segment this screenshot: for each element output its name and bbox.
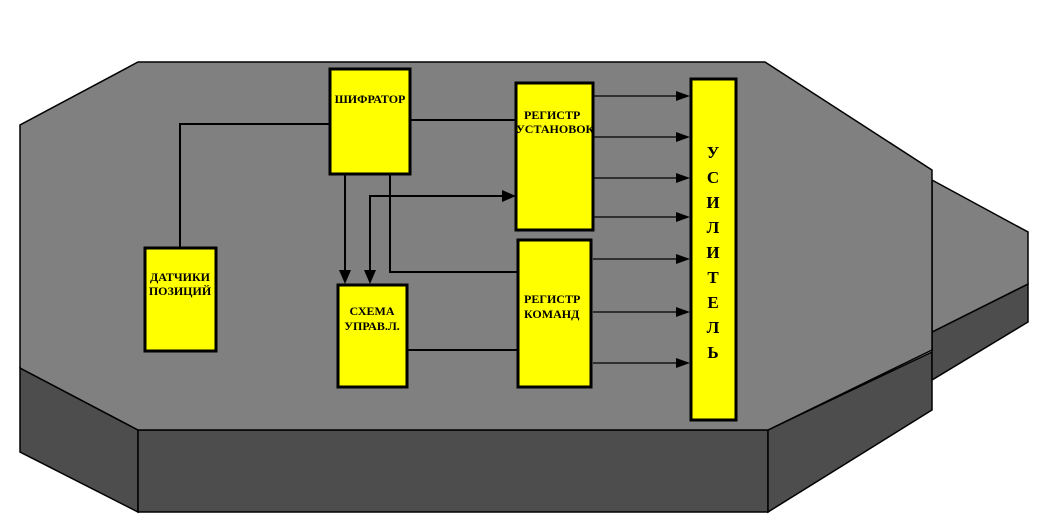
amplifier-rect bbox=[689, 77, 738, 422]
wire-encoder-command bbox=[389, 174, 518, 273]
amplifier-block: У С И Л И Т Е Л Ь bbox=[689, 77, 738, 422]
sensors-block: ДАТЧИКИ ПОЗИЦИЙ bbox=[143, 246, 218, 353]
amplifier-letter-2: С bbox=[707, 168, 719, 187]
amplifier-letter-7: Е bbox=[707, 293, 718, 312]
control-label-line2: УПРАВ.Л. bbox=[344, 319, 400, 333]
amplifier-letter-8: Л bbox=[707, 318, 720, 337]
out-arrow-4 bbox=[676, 212, 690, 222]
command-register-block: РЕГИСТР КОМАНД bbox=[516, 238, 593, 389]
connections bbox=[179, 91, 690, 368]
encoder-block-rect bbox=[328, 67, 412, 176]
amplifier-letter-9: Ь bbox=[707, 343, 718, 362]
encoder-label: ШИФРАТОР bbox=[335, 92, 406, 106]
register-outputs bbox=[593, 91, 690, 368]
control-block: СХЕМА УПРАВ.Л. bbox=[336, 283, 409, 389]
amplifier-letter-5: И bbox=[706, 243, 719, 262]
out-arrow-5 bbox=[676, 254, 690, 264]
arrow-encoder-control-a bbox=[339, 270, 351, 284]
out-arrow-6 bbox=[676, 307, 690, 317]
board-top bbox=[19, 61, 933, 431]
control-block-rect bbox=[336, 283, 409, 389]
board-side-right bbox=[767, 350, 933, 514]
out-arrow-2 bbox=[676, 132, 690, 142]
command-register-line1: РЕГИСТР bbox=[524, 292, 580, 306]
settings-register-line2: УСТАНОВОК bbox=[516, 122, 595, 136]
amplifier-letter-4: Л bbox=[707, 218, 720, 237]
command-register-line2: КОМАНД bbox=[524, 307, 580, 321]
board-side-front bbox=[137, 429, 769, 513]
sensors-block-rect bbox=[143, 246, 218, 353]
amplifier-letter-1: У bbox=[707, 143, 720, 162]
wire-control-settings bbox=[369, 195, 506, 276]
out-arrow-1 bbox=[676, 91, 690, 101]
command-register-rect bbox=[516, 238, 593, 389]
out-arrow-3 bbox=[676, 173, 690, 183]
settings-register-rect bbox=[514, 81, 595, 232]
sensors-label-line2: ПОЗИЦИЙ bbox=[149, 284, 212, 298]
wire-encoder-sensors bbox=[179, 123, 330, 248]
settings-register-block: РЕГИСТР УСТАНОВОК bbox=[514, 81, 595, 232]
amplifier-letter-6: Т bbox=[707, 268, 719, 287]
amplifier-letter-3: И bbox=[706, 193, 719, 212]
arrow-to-settings bbox=[502, 190, 516, 202]
sensors-label-line1: ДАТЧИКИ bbox=[150, 270, 211, 284]
out-arrow-7 bbox=[676, 358, 690, 368]
arrow-encoder-control-b bbox=[364, 270, 376, 284]
control-label-line1: СХЕМА bbox=[349, 304, 394, 318]
settings-register-line1: РЕГИСТР bbox=[524, 108, 580, 122]
encoder-block: ШИФРАТОР bbox=[328, 67, 412, 176]
